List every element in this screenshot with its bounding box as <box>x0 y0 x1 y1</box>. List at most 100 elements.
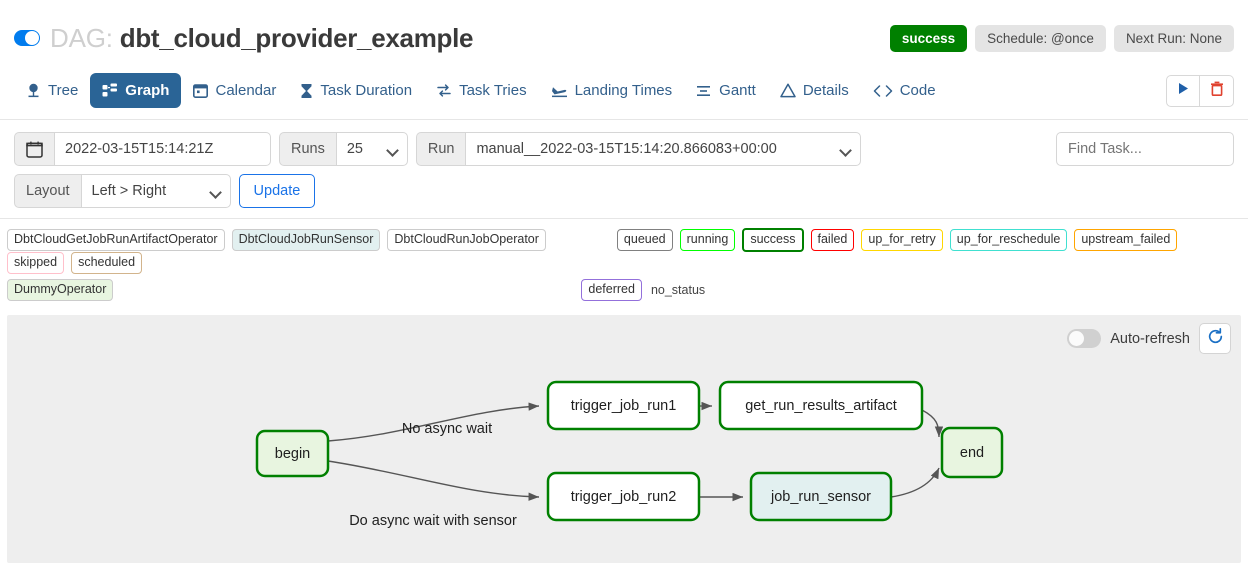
trigger-dag-button[interactable] <box>1166 74 1200 107</box>
runs-count-select[interactable]: 25 <box>335 132 408 166</box>
tab-details[interactable]: Details <box>768 73 861 108</box>
node-label: trigger_job_run2 <box>571 489 677 505</box>
status-chip-no-status: no_status <box>650 283 706 297</box>
graph-node-job-run-sensor[interactable]: job_run_sensor <box>749 471 893 522</box>
dag-header: DAG: dbt_cloud_provider_example success … <box>0 0 1248 62</box>
graph-edges <box>327 401 944 502</box>
node-shape <box>546 471 701 522</box>
delete-dag-button[interactable] <box>1200 74 1234 107</box>
dag-actions <box>1166 74 1234 107</box>
view-tabs: Tree Graph Calendar Task Duration Task T… <box>0 62 1248 120</box>
next-run-badge: Next Run: None <box>1113 24 1234 52</box>
tab-label: Details <box>802 82 849 99</box>
node-shape <box>749 471 893 522</box>
tab-label: Gantt <box>719 82 756 99</box>
tab-calendar[interactable]: Calendar <box>181 73 288 108</box>
run-filter-bar: 2022-03-15T15:14:21Z Runs 25 Run manual_… <box>0 120 1248 219</box>
refresh-icon <box>1207 327 1224 350</box>
update-button[interactable]: Update <box>238 174 316 208</box>
operator-chip: DummyOperator <box>7 279 114 301</box>
graph-node-trigger-job-run1[interactable]: trigger_job_run1 <box>546 380 701 431</box>
runs-filter-group: Runs 25 <box>279 132 408 166</box>
tree-icon <box>26 83 41 99</box>
graph-node-trigger-job-run2[interactable]: trigger_job_run2 <box>546 471 701 522</box>
graph-node-get-run-results-artifact[interactable]: get_run_results_artifact <box>718 380 924 431</box>
edge-sensor-end <box>890 467 940 498</box>
schedule-badge[interactable]: Schedule: @once <box>975 24 1106 52</box>
node-shape <box>718 380 924 431</box>
execution-date-input[interactable]: 2022-03-15T15:14:21Z <box>54 132 271 166</box>
status-badge: success <box>889 24 968 52</box>
page-title: dbt_cloud_provider_example <box>119 22 474 53</box>
header-badges: success Schedule: @once Next Run: None <box>889 24 1234 52</box>
node-shape <box>546 380 701 431</box>
node-label: begin <box>275 446 310 462</box>
graph-edge-labels: No async wait Do async wait with sensor <box>349 421 517 529</box>
tab-code[interactable]: Code <box>861 73 948 108</box>
layout-label: Layout <box>14 174 81 208</box>
dag-run-select[interactable]: manual__2022-03-15T15:14:20.866083+00:00 <box>465 132 862 166</box>
tab-task-duration[interactable]: Task Duration <box>288 73 424 108</box>
operator-chip: DbtCloudRunJobOperator <box>387 229 546 251</box>
graph-node-end[interactable]: end <box>940 426 1004 479</box>
edge-begin-trigger1 <box>327 402 540 442</box>
graph-node-begin[interactable]: begin <box>255 429 330 478</box>
tab-label: Graph <box>125 82 170 99</box>
legend: DbtCloudGetJobRunArtifactOperator DbtClo… <box>0 219 1248 309</box>
graph-icon <box>102 83 118 99</box>
tab-label: Tree <box>48 82 79 99</box>
tab-label: Landing Times <box>574 82 673 99</box>
node-shape <box>255 429 330 478</box>
edge-begin-trigger2 <box>327 460 540 501</box>
tab-gantt[interactable]: Gantt <box>684 73 768 108</box>
legend-row-2: DummyOperator deferred no_status <box>7 279 1241 301</box>
warning-triangle-icon <box>780 83 796 98</box>
layout-group: Layout Left > Right <box>14 174 231 208</box>
status-chip-success: success <box>742 228 804 252</box>
dag-graph-canvas[interactable]: Auto-refresh No async wait Do async wait… <box>7 315 1241 563</box>
tab-graph[interactable]: Graph <box>90 73 182 108</box>
dag-pause-toggle[interactable] <box>14 30 40 46</box>
edge-label: Do async wait with sensor <box>349 513 517 529</box>
refresh-button[interactable] <box>1199 323 1231 354</box>
edge-label: No async wait <box>402 421 492 437</box>
node-label: end <box>960 445 984 461</box>
retry-icon <box>436 83 452 98</box>
search-input[interactable] <box>1056 132 1234 166</box>
trash-icon <box>1210 81 1224 101</box>
node-shape <box>940 426 1004 479</box>
date-filter-group: 2022-03-15T15:14:21Z <box>14 132 271 166</box>
run-filter-group: Run manual__2022-03-15T15:14:20.866083+0… <box>415 132 862 166</box>
code-icon <box>873 84 893 98</box>
status-chip-scheduled: scheduled <box>71 252 143 274</box>
run-label: Run <box>415 132 466 166</box>
status-chip-skipped: skipped <box>7 252 65 274</box>
status-chip-deferred: deferred <box>581 279 642 301</box>
node-label: job_run_sensor <box>770 489 871 505</box>
tab-landing-times[interactable]: Landing Times <box>539 73 685 108</box>
graph-toolbar: Auto-refresh <box>1067 323 1231 354</box>
calendar-icon[interactable] <box>14 132 54 166</box>
status-chip-failed: failed <box>810 229 855 251</box>
layout-select[interactable]: Left > Right <box>80 174 231 208</box>
operator-chip: DbtCloudGetJobRunArtifactOperator <box>7 229 225 251</box>
hourglass-icon <box>300 83 313 99</box>
tab-label: Task Duration <box>320 82 413 99</box>
status-chip-queued: queued <box>616 229 673 251</box>
tab-label: Code <box>899 82 936 99</box>
status-chip-up-for-retry: up_for_retry <box>861 229 943 251</box>
calendar-icon <box>193 83 209 98</box>
status-chip-running: running <box>679 229 736 251</box>
status-chip-up-for-reschedule: up_for_reschedule <box>949 229 1068 251</box>
filter-row-primary: 2022-03-15T15:14:21Z Runs 25 Run manual_… <box>14 132 1234 166</box>
tab-task-tries[interactable]: Task Tries <box>424 73 539 108</box>
filter-row-layout: Layout Left > Right Update <box>14 174 1234 208</box>
runs-label: Runs <box>279 132 336 166</box>
gantt-icon <box>696 84 712 98</box>
auto-refresh-toggle[interactable] <box>1067 329 1102 348</box>
tab-label: Task Tries <box>459 82 527 99</box>
node-label: trigger_job_run1 <box>571 398 677 414</box>
tab-tree[interactable]: Tree <box>14 73 90 108</box>
dag-graph-svg: No async wait Do async wait with sensor … <box>255 380 1004 529</box>
play-icon <box>1177 82 1190 100</box>
